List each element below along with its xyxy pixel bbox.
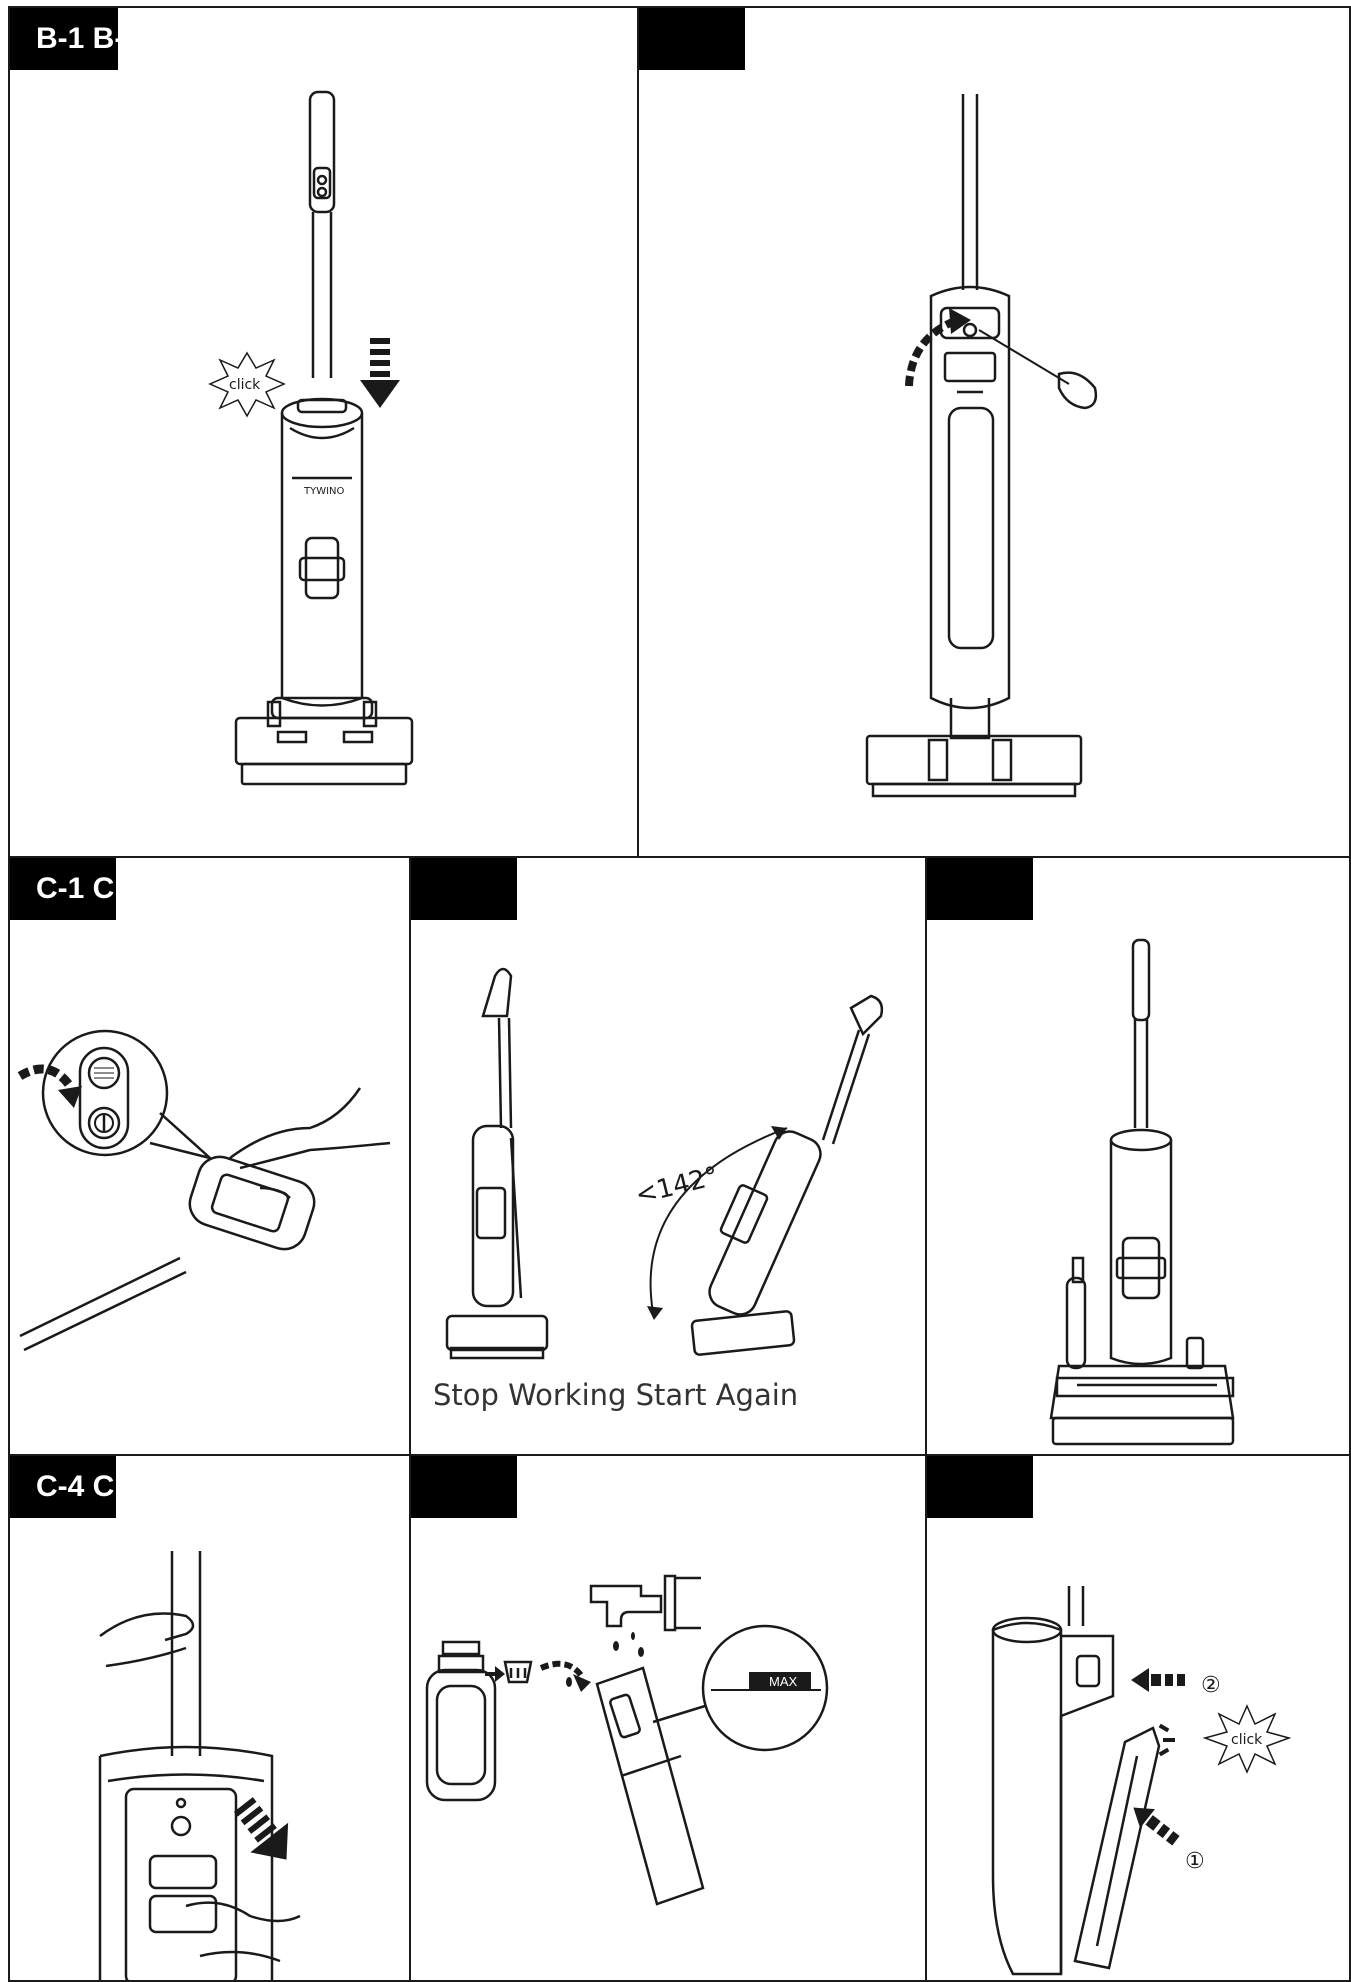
step-tag-c1: C-1 C — [10, 858, 116, 920]
step-tag-c2 — [411, 858, 517, 920]
click-burst-icon: click — [1202, 1704, 1292, 1774]
max-label: MAX — [769, 1674, 798, 1689]
panel-b1: B-1 B- — [8, 6, 639, 858]
panel-c3 — [925, 856, 1351, 1456]
c2-caption: Stop Working Start Again — [433, 1378, 799, 1412]
left-arrow-icon — [1131, 1668, 1185, 1692]
step-tag-b1: B-1 B- — [10, 8, 118, 70]
down-arrow-icon — [360, 338, 400, 408]
panel-c5: MAX — [409, 1454, 927, 1982]
click-label: click — [229, 377, 261, 393]
panel-c6: ② ① click — [925, 1454, 1351, 1982]
vacuum-screw-illustration — [865, 94, 1098, 798]
step-2-label: ② — [1201, 1673, 1221, 1698]
remove-tank-illustration — [98, 1551, 301, 1980]
reinstall-tank-illustration: ② ① click — [991, 1586, 1292, 1976]
cap-icon — [503, 1660, 533, 1684]
right-arrow-icon — [485, 1660, 591, 1692]
vacuum-assembly-illustration: TYWINO click — [208, 90, 414, 786]
curved-arrow-icon — [17, 1064, 82, 1108]
left-arrow-icon — [1133, 1807, 1180, 1846]
click-label-c6: click — [1231, 1732, 1263, 1748]
tilt-start-illustration: <142° — [445, 967, 884, 1360]
step-tag-c6 — [927, 1456, 1033, 1518]
self-clean-button-icon — [94, 1067, 114, 1079]
power-on-illustration — [17, 1029, 391, 1352]
down-arrow-icon — [233, 1797, 289, 1860]
step-tag-c5 — [411, 1456, 517, 1518]
faucet-icon — [589, 1574, 701, 1632]
step-tag-b2 — [639, 8, 745, 70]
curved-arrow-icon — [905, 308, 971, 387]
step-tag-c4: C-4 C — [10, 1456, 116, 1518]
step-tag-c3 — [927, 858, 1033, 920]
panel-c1: C-1 C — [8, 856, 411, 1456]
brand-label: TYWINO — [303, 486, 345, 497]
panel-c4: C-4 C — [8, 1454, 411, 1982]
click-burst-icon: click — [208, 351, 286, 418]
power-button-icon — [94, 1113, 114, 1133]
panel-c2: <142° Stop Working Start Again — [409, 856, 927, 1456]
fill-tank-illustration: MAX — [425, 1574, 829, 1906]
panel-b2 — [637, 6, 1351, 858]
docking-station-illustration — [1049, 938, 1235, 1446]
detergent-bottle-icon — [425, 1640, 497, 1802]
step-1-label: ① — [1185, 1849, 1205, 1874]
